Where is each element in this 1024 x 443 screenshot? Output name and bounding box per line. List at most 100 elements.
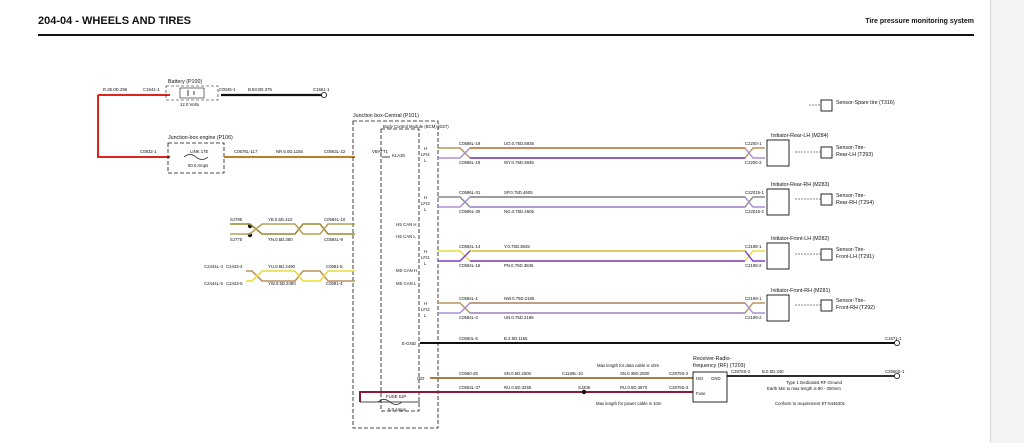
can-wire-low bbox=[230, 223, 355, 235]
pair-wire-bottom bbox=[438, 147, 765, 159]
bcm-box bbox=[380, 128, 420, 412]
connector-label: C0832-1 bbox=[140, 149, 157, 154]
initiator-row-front-lh: H LFI1 L C0584L-14 C0584L-15 Y.0.75D.384… bbox=[421, 244, 765, 268]
can-wire-low bbox=[246, 270, 355, 282]
hs-can-bus: SJ785 SJ775 YB.0.5D.410 YN.0.5D.380 C058… bbox=[230, 217, 417, 242]
sensor-name: Sensor-Tire- bbox=[836, 298, 865, 304]
splice-icon bbox=[581, 389, 587, 395]
e-ground: E-GND C0560L-5 B.2.5D.1155 C1671-1 bbox=[402, 336, 902, 346]
receiver-name: frequency (RF) (T203) bbox=[693, 363, 746, 369]
pin-label: L bbox=[424, 313, 427, 318]
pin-label: ISO bbox=[696, 376, 704, 381]
connector-label: C0586L-31 bbox=[459, 190, 481, 195]
can-wire-high bbox=[246, 270, 355, 282]
pin-label: HS CAN L bbox=[396, 234, 416, 239]
connector-label: C0563L-22 bbox=[324, 149, 346, 154]
note: Earth Min to max length is 80 - 300mm bbox=[767, 386, 841, 391]
fuse-rating: 5.0 Amps bbox=[388, 407, 406, 412]
receiver-power-line: C0563L-37 RU.0.5D.3255 SJ206 RU.0.5D.397… bbox=[359, 385, 693, 406]
connector-label: C0045-1 bbox=[219, 87, 236, 92]
initiator-row-rear-lh: H LFI4 L C0586L-19 C0586L-18 UO.0.75D.59… bbox=[421, 141, 765, 165]
connector-label: C1641-1 bbox=[143, 87, 160, 92]
pin-label: KLA30 bbox=[392, 153, 406, 158]
connector-label: C0584L-10 bbox=[324, 217, 346, 222]
ms-can-bus: C2444L-4 C2443-4 C2444L-5 C2443-5 YU.0.5… bbox=[204, 264, 417, 286]
connector-label: C2443-5 bbox=[226, 281, 243, 286]
pin-label: E-GND bbox=[402, 341, 416, 346]
header-rule bbox=[38, 34, 974, 36]
wire-label: NG.0.75D.4605 bbox=[504, 209, 534, 214]
connector-label: C2443-4 bbox=[226, 264, 243, 269]
wire-label: Y.0.75D.3845 bbox=[504, 244, 530, 249]
wire-label: SP.0.75D.4605 bbox=[504, 190, 533, 195]
fuse-icon bbox=[377, 399, 403, 405]
pair-wire-top bbox=[438, 147, 765, 159]
connector-label: C2200-1 bbox=[745, 141, 762, 146]
pin-label: H bbox=[424, 146, 427, 151]
connector-label: C0586L-30 bbox=[459, 209, 481, 214]
iso-data-line: ISO C0560-25 SN.0.5D.2500 C1169L-10 SN.0… bbox=[417, 363, 693, 381]
sensor-name: Sensor-Tire- bbox=[836, 145, 865, 151]
battery-name: Battery (P100) bbox=[168, 79, 202, 85]
jb-central-name: Junction box-Central (P101) bbox=[353, 113, 419, 119]
ground-terminal-icon bbox=[894, 339, 901, 346]
note: Max length for data cable is 10m bbox=[597, 363, 660, 368]
fuse-label: FUSE 51P bbox=[386, 394, 406, 399]
fuse-icon bbox=[183, 154, 209, 160]
initiator-box bbox=[766, 139, 790, 167]
initiator-row-front-rh: H LFI2 L C0584L-1 C0584L-2 NW.0.75D.2185… bbox=[421, 296, 765, 320]
jb-central-block: Junction box-Central (P101) Body Control… bbox=[352, 113, 449, 429]
initiator-name: Initiator-Front-LH (M282) bbox=[771, 236, 830, 242]
connector-label: C2198-1 bbox=[745, 244, 762, 249]
initiator-name: Initiator-Rear-LH (M284) bbox=[771, 133, 829, 139]
pin-label: L bbox=[424, 207, 427, 212]
note: Max length for power cable is 10m bbox=[596, 401, 662, 406]
pair-wire-bottom bbox=[438, 196, 765, 208]
connector-label: C1169L-10 bbox=[562, 371, 584, 376]
battery-box bbox=[165, 85, 219, 101]
connector-label: C0584L-1 bbox=[459, 296, 478, 301]
sensor-name: Rear-LH (T293) bbox=[836, 152, 873, 158]
fuse-label: LINK 17E bbox=[190, 149, 209, 154]
connector-label: C1671-1 bbox=[885, 336, 902, 341]
connector-label: C0584L-2 bbox=[459, 315, 478, 320]
pair-wire-top bbox=[438, 250, 765, 262]
pin-label: LFI4 bbox=[421, 152, 430, 157]
pin-label: MS CAN L bbox=[396, 281, 417, 286]
connector-label: C0581-4 bbox=[326, 281, 343, 286]
sensor-box bbox=[820, 146, 833, 159]
sensor-box bbox=[820, 248, 833, 261]
connector-label: C0586L-19 bbox=[459, 141, 481, 146]
pin-label: HS CAN H bbox=[396, 222, 417, 227]
pair-wire-top bbox=[438, 196, 765, 208]
receiver-box bbox=[692, 371, 728, 403]
pin-label: L bbox=[424, 158, 427, 163]
connector-label: C2198-2 bbox=[745, 263, 762, 268]
connector-label: C2875S-3 bbox=[669, 385, 689, 390]
pin-label: VBATT1 bbox=[372, 149, 389, 154]
connector-label: C2444L-5 bbox=[204, 281, 223, 286]
ground-terminal-icon bbox=[894, 372, 901, 379]
initiator-modules: Initiator-Rear-LH (M284) Initiator-Rear-… bbox=[766, 133, 830, 322]
wire-label: NW.0.75D.2185 bbox=[504, 296, 535, 301]
tire-sensors: Sensor-Spare tire (T316) Sensor-Tire- Re… bbox=[795, 99, 895, 312]
wire-label: PN.0.75D.3845 bbox=[504, 263, 534, 268]
diagram-title: Tire pressure monitoring system bbox=[865, 18, 974, 25]
side-panel bbox=[990, 0, 1024, 443]
receiver-name: Receiver-Radio- bbox=[693, 356, 732, 362]
connector-label: C0560L-5 bbox=[459, 336, 478, 341]
initiator-box bbox=[766, 294, 790, 322]
initiator-box bbox=[766, 242, 790, 270]
connector-label: C22015-2 bbox=[745, 209, 764, 214]
note: Conform to requirement ET-5446301 bbox=[775, 401, 846, 406]
initiator-row-rear-rh: H LFI3 L C0586L-31 C0586L-30 SP.0.75D.46… bbox=[421, 190, 765, 214]
red-feed-wire bbox=[97, 95, 170, 158]
sensor-name: Sensor-Spare tire (T316) bbox=[836, 100, 895, 106]
splice-label: SJ775 bbox=[230, 237, 243, 242]
splice-label: SJ785 bbox=[230, 217, 243, 222]
battery-feed: R.35.0D.296 C1641-1 C0045-1 B.50.0D.375 … bbox=[97, 79, 330, 158]
pin-label: H bbox=[424, 195, 427, 200]
connector-label: C0560-25 bbox=[459, 371, 478, 376]
